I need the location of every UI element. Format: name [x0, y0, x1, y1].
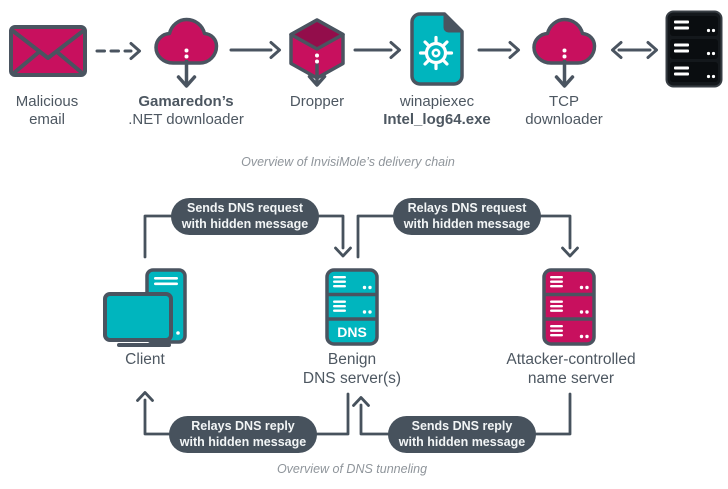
- attacker-server-icon: [542, 268, 596, 346]
- cloud-download-icon: [154, 17, 219, 88]
- label-line: Intel_log64.exe: [383, 111, 491, 128]
- pill-line: Sends DNS request: [186, 201, 303, 215]
- pill-line: Sends DNS reply: [411, 419, 513, 433]
- envelope-icon: [9, 25, 87, 77]
- label-dns-server: Benign DNS server(s): [303, 351, 401, 388]
- label-attacker-server: Attacker-controlled name server: [506, 351, 635, 388]
- label-line: TCP: [549, 93, 579, 110]
- label-line: Client: [125, 351, 165, 368]
- label-line: Dropper: [289, 93, 345, 110]
- dashed-arrowhead: [129, 42, 141, 60]
- arrow-1-head: [269, 41, 281, 59]
- arrow-2-head: [389, 41, 401, 59]
- caption-dns-tunneling: Overview of DNS tunneling: [276, 462, 428, 476]
- pill-line: Relays DNS request: [407, 201, 527, 215]
- dns-badge: DNS: [337, 324, 367, 340]
- cloud-download-icon: [532, 17, 597, 88]
- file-gear-icon: [410, 12, 464, 86]
- pill-relays-dns-request: Relays DNS request with hidden message: [393, 198, 541, 235]
- double-arrowhead-left: [611, 41, 623, 59]
- connector-client-to-dns-head: [334, 246, 352, 258]
- pill-relays-dns-reply: Relays DNS reply with hidden message: [169, 416, 317, 453]
- pill-line: with hidden message: [398, 434, 526, 449]
- pill-line: with hidden message: [181, 216, 309, 231]
- label-line: Attacker-controlled: [506, 351, 636, 368]
- pill-line: with hidden message: [179, 434, 307, 449]
- label-line: DNS server(s): [302, 369, 402, 387]
- label-line: Malicious: [15, 93, 79, 110]
- connector-attacker-to-dns-head: [352, 396, 370, 407]
- connector-dns-to-client-head: [136, 391, 154, 402]
- connector-dns-to-attacker-head: [561, 246, 579, 258]
- pill-line: with hidden message: [403, 216, 531, 231]
- label-winapiexec: winapiexec Intel_log64.exe: [383, 93, 491, 129]
- label-malicious-email: Malicious email: [16, 93, 79, 129]
- label-line: winapiexec: [399, 93, 475, 110]
- label-tcp-downloader: TCP downloader: [525, 93, 603, 129]
- label-dropper: Dropper: [290, 93, 344, 111]
- label-line: Gamaredon’s: [138, 93, 234, 110]
- label-line: email: [29, 111, 65, 128]
- label-line: downloader: [525, 111, 603, 128]
- label-line: .NET downloader: [128, 111, 244, 128]
- pill-sends-dns-reply: Sends DNS reply with hidden message: [388, 416, 536, 453]
- pill-sends-dns-request: Sends DNS request with hidden message: [171, 198, 319, 235]
- label-client: Client: [125, 351, 165, 370]
- client-devices-icon: [103, 268, 187, 347]
- double-arrowhead-right: [646, 41, 658, 59]
- label-gamaredon-downloader: Gamaredon’s .NET downloader: [128, 93, 244, 129]
- cube-download-icon: [289, 18, 345, 87]
- label-line: name server: [527, 369, 615, 387]
- label-line: Benign: [327, 351, 377, 368]
- pill-line: Relays DNS reply: [191, 419, 295, 433]
- caption-delivery-chain: Overview of InvisiMole’s delivery chain: [241, 155, 455, 169]
- arrow-3-head: [508, 41, 520, 59]
- dns-server-icon: DNS: [325, 268, 379, 346]
- server-rack-icon: [665, 10, 723, 88]
